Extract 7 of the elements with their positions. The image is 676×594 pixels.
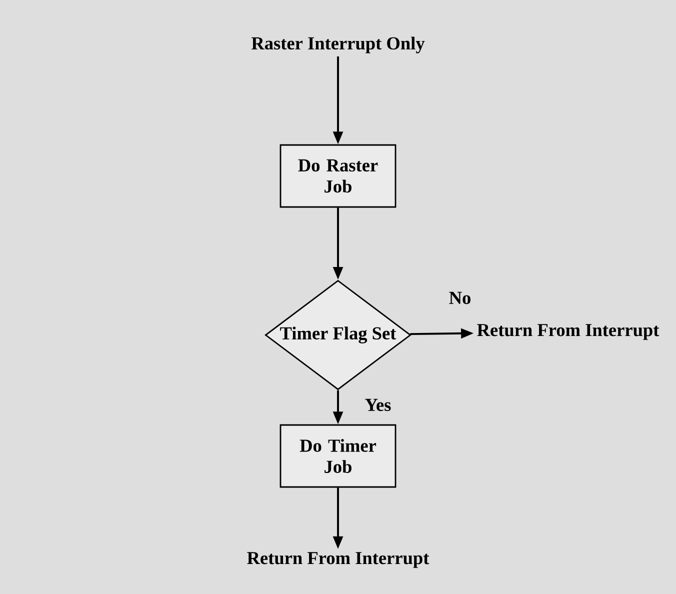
process-box: Do Raster Job (280, 144, 396, 208)
process-box: Do Timer Job (280, 424, 396, 488)
edge-label: No (449, 292, 470, 304)
flow-text: Return From Interrupt (477, 324, 660, 340)
flow-text: Raster Interrupt Only (252, 36, 425, 54)
flow-text: Return From Interrupt (247, 552, 430, 568)
edge-label: Yes (365, 398, 391, 412)
